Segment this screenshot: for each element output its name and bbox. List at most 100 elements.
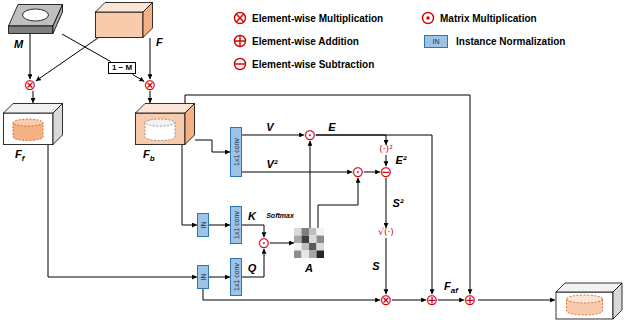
attention-cell: [309, 236, 317, 244]
box-front: [4, 113, 54, 145]
connector: [385, 238, 386, 294]
node-text: 1x1 conv: [233, 138, 240, 166]
operator-symbol: ⊕: [464, 294, 476, 306]
node-heading: Ff: [15, 148, 24, 164]
connector: [182, 145, 197, 225]
box-cylinder: [145, 119, 175, 126]
connector: [242, 134, 304, 135]
conv-block: 1x1 conv: [230, 206, 242, 244]
node-heading: Fb: [143, 148, 155, 164]
mask-shape: [8, 4, 63, 34]
node-heading: F: [156, 36, 163, 48]
multiply-symbol: [235, 13, 246, 24]
connector: [209, 277, 230, 278]
operation-label: Softmax: [266, 212, 294, 220]
edge-label: S: [372, 260, 379, 272]
operation-box: 1 − M: [108, 62, 136, 75]
node-text: √(·): [378, 228, 394, 238]
mask-side: [53, 5, 63, 34]
output-front: [556, 292, 613, 319]
edge-label: E²: [396, 154, 407, 166]
operator-symbol: ⊖: [380, 166, 392, 178]
attention-cell: [309, 228, 317, 236]
connector: [438, 299, 464, 300]
connector: [386, 178, 387, 228]
operator-symbol: ⊕: [426, 294, 438, 306]
text-main: F: [444, 280, 451, 292]
edge-label: Faf: [444, 280, 458, 296]
text-subscript: f: [22, 154, 25, 163]
attention-cell: [302, 236, 310, 244]
attention-map: A: [294, 228, 324, 258]
node-heading: M: [14, 38, 23, 50]
text-main: F: [15, 148, 22, 160]
connector: [309, 141, 310, 228]
node-text: IN: [200, 274, 207, 281]
mask-hole: [23, 9, 49, 21]
feature-map-shape: [95, 2, 153, 38]
connector: [149, 38, 150, 79]
connector: [48, 145, 197, 277]
box-top: [4, 104, 63, 114]
connector: [242, 249, 264, 277]
node-heading: A: [305, 262, 313, 274]
connectors: [30, 34, 470, 300]
box-top: [136, 104, 195, 114]
subtract-symbol: [235, 63, 246, 64]
node-text: ⊙: [258, 236, 271, 251]
attention-cell: [309, 243, 317, 251]
output-top: [556, 283, 622, 292]
mask-map: M: [8, 4, 63, 34]
legend-symbols: [235, 13, 434, 70]
attention-cell: [294, 236, 302, 244]
text-subscript: b: [150, 154, 155, 163]
connector: [270, 243, 294, 244]
connector: [149, 91, 150, 103]
attention-cell: [317, 236, 325, 244]
connector: [185, 95, 470, 294]
attention-cell: [294, 251, 302, 259]
connector: [364, 171, 380, 172]
node-text: ⊗: [380, 293, 393, 308]
add-symbol: [235, 36, 246, 47]
node-text: 1x1 conv: [233, 263, 240, 291]
connector: [242, 171, 352, 172]
box-side: [143, 3, 153, 38]
text-subscript: af: [451, 286, 458, 295]
node-text: ⊗: [24, 78, 37, 93]
box-cylinder: [13, 119, 43, 126]
edge-label: V²: [267, 158, 278, 170]
matmul-symbol: [423, 13, 434, 24]
norm-block: IN: [197, 213, 209, 237]
feature-map-shape: [135, 103, 195, 145]
node-text: ⊖: [380, 165, 393, 180]
node-text: IN: [200, 222, 207, 229]
attention-cell: [294, 243, 302, 251]
connector: [36, 38, 98, 81]
text-main: F: [143, 148, 150, 160]
connector: [195, 140, 230, 152]
connector: [316, 135, 386, 145]
subtract-symbol: [235, 59, 246, 70]
legend-swatch-label: IN: [433, 38, 440, 45]
operator-symbol: ⊗: [144, 79, 156, 91]
legend-text: Element-wise Subtraction: [252, 59, 374, 70]
attention-cell: [294, 228, 302, 236]
feature-map: Fb: [135, 103, 195, 145]
attention-cell: [317, 251, 325, 259]
operator-symbol: ⊙: [352, 166, 364, 178]
node-text: 1 − M: [112, 64, 132, 73]
attention-cell: [302, 243, 310, 251]
function-box: √(·): [377, 228, 395, 238]
connector: [209, 225, 230, 226]
legend-text: Element-wise Addition: [252, 36, 359, 47]
attention-cell: [317, 243, 325, 251]
feature-map-shape: [3, 103, 63, 145]
operator-symbol: ⊙: [258, 237, 270, 249]
connector: [318, 178, 358, 228]
matmul-symbol: [426, 16, 429, 19]
norm-block: IN: [197, 265, 209, 289]
node-text: ⊙: [304, 128, 317, 143]
